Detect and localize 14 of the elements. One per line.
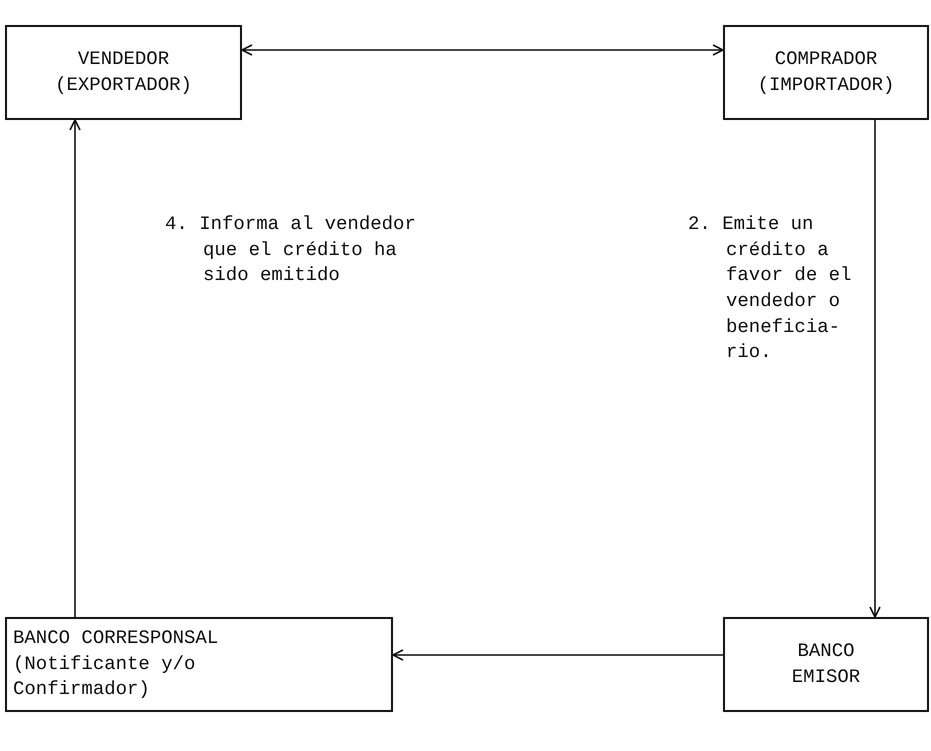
arrow [392, 649, 723, 661]
box-label: BANCO EMISOR [790, 638, 862, 690]
arrow [241, 44, 724, 56]
box-label: COMPRADOR (IMPORTADOR) [756, 46, 896, 98]
arrow [869, 120, 881, 618]
process-box [723, 617, 929, 712]
process-box [5, 25, 242, 120]
process-box [723, 25, 929, 120]
edge-label: 4. Informa al vendedor que el crédito ha sido emitido [165, 212, 417, 288]
process-box [5, 617, 393, 712]
box-label: VENDEDOR (EXPORTADOR) [54, 46, 193, 98]
edge-label: 2. Emite un crédito a favor de el vendedor o beneficia- rio. [688, 212, 852, 366]
arrow [69, 119, 81, 617]
box-label: BANCO CORRESPONSAL (Notificante y/o Confirmador) [13, 626, 220, 702]
